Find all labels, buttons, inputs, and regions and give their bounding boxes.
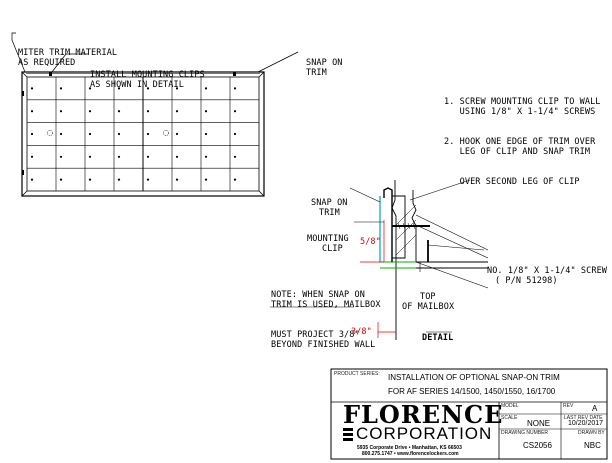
company-logo-name: FLORENCE: [343, 400, 504, 429]
door-lock-dot: [88, 155, 92, 158]
company-contact: 800.275.1747 • www.florencelockers.com: [362, 451, 459, 457]
drawn-by-label: DRAWN BY: [578, 430, 605, 436]
dimension-5-8: 5/8": [360, 237, 381, 247]
instruction-steps: 1. SCREW MOUNTING CLIP TO WALL USING 1/8…: [444, 97, 601, 187]
door-lock-dot: [175, 178, 179, 181]
door-lock-dot: [88, 87, 92, 90]
scale-value: NONE: [527, 419, 551, 428]
detail-section: [270, 179, 489, 340]
model-label: MODEL: [501, 403, 519, 409]
door-lock-dot: [59, 178, 63, 181]
door-lock-dot: [146, 87, 150, 90]
mounting-clip-mark: [22, 91, 24, 96]
door-lock-dot: [146, 155, 150, 158]
master-lock-marker: [163, 130, 169, 136]
leader-lines: [11, 32, 299, 73]
door-lock-dot: [175, 132, 179, 136]
dimension-3-8: 3/8": [351, 327, 372, 337]
drawing-title-line-2: FOR AF SERIES 14/1500, 1450/1550, 16/170…: [388, 387, 556, 396]
last-rev-date-label: LAST REV DATE: [564, 415, 603, 421]
door-lock-dot: [233, 178, 237, 181]
mounting-clip-mark: [22, 170, 24, 175]
last-rev-date-value: 10/20/2017: [568, 420, 604, 427]
door-lock-dot: [233, 87, 237, 90]
drawing-title-line-1: INSTALLATION OF OPTIONAL SNAP-ON TRIM: [388, 373, 560, 382]
product-series-label: PRODUCT SERIES:: [334, 371, 380, 377]
door-lock-dot: [117, 155, 121, 158]
door-lock-dot: [59, 87, 63, 90]
title-block-frame: [330, 368, 608, 460]
company-logo-subtitle: CORPORATION: [356, 424, 493, 443]
door-lock-dot: [204, 110, 208, 113]
door-lock-dot: [117, 132, 121, 136]
door-lock-dot: [233, 110, 237, 113]
door-lock-dot: [59, 132, 63, 136]
mailbox-front-view: [21, 71, 265, 197]
mounting-clip-mark: [49, 72, 52, 76]
door-lock-dot: [30, 87, 34, 90]
company-address: 5935 Corporate Drive • Manhattan, KS 665…: [357, 445, 462, 451]
door-lock-dot: [117, 178, 121, 181]
door-lock-dot: [204, 132, 208, 136]
rev-label: REV: [563, 403, 574, 409]
door-lock-dot: [30, 155, 34, 158]
door-lock-dot: [175, 110, 179, 113]
scale-label: SCALE: [501, 415, 518, 421]
door-lock-dot: [88, 178, 92, 181]
mounting-clip-mark: [233, 72, 236, 76]
door-lock-dot: [175, 87, 179, 90]
drawing-number-value: CS2056: [523, 441, 552, 450]
door-lock-dot: [59, 110, 63, 113]
door-lock-dot: [204, 155, 208, 158]
door-lock-dot: [204, 178, 208, 181]
master-lock-marker: [47, 130, 53, 136]
door-lock-dot: [146, 110, 150, 113]
door-lock-dot: [146, 132, 150, 136]
door-lock-dot: [117, 110, 121, 113]
door-lock-dot: [88, 132, 92, 136]
drawn-by-value: NBC: [584, 441, 601, 450]
door-lock-dot: [175, 155, 179, 158]
detail-label: DETAIL: [422, 333, 454, 343]
door-lock-dot: [233, 155, 237, 158]
rev-value: A: [592, 404, 598, 413]
door-lock-dot: [233, 132, 237, 136]
door-lock-dot: [30, 132, 34, 136]
door-lock-dot: [146, 178, 150, 181]
logo-bars-icon: [343, 428, 353, 442]
door-lock-dot: [117, 87, 121, 90]
door-lock-dot: [30, 110, 34, 113]
screw-label: NO. 1/8" X 1-1/4" SCREW( P/N 51298): [487, 266, 608, 286]
door-lock-dot: [59, 155, 63, 158]
door-lock-dot: [204, 87, 208, 90]
door-lock-dot: [30, 178, 34, 181]
drawing-number-label: DRAWING NUMBER: [501, 430, 549, 436]
door-lock-dot: [88, 110, 92, 113]
